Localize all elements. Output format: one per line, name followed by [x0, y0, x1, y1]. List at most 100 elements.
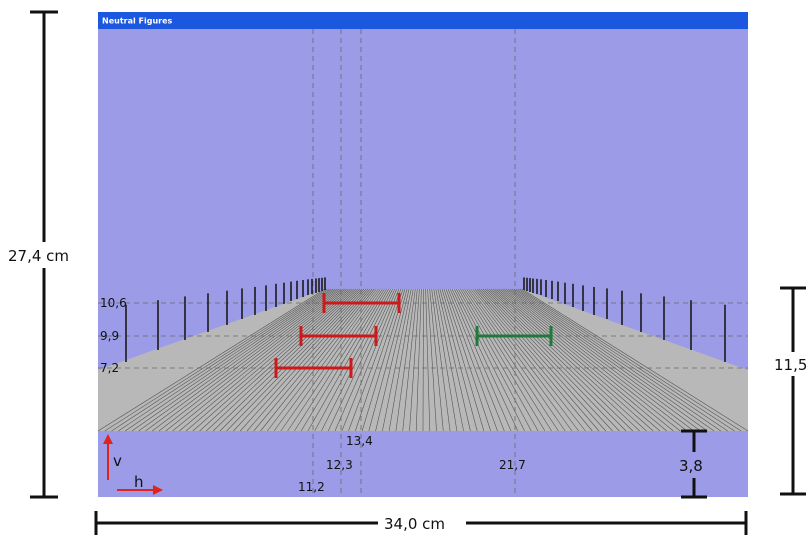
figure-bars	[274, 293, 553, 378]
floor-plank-line	[355, 288, 404, 432]
floor-plank-line	[395, 288, 416, 432]
floor-plank-line	[472, 288, 586, 432]
red-bar-near	[274, 358, 353, 378]
floor-plank-line	[239, 288, 369, 432]
floor-plank-line	[466, 288, 566, 432]
floor-plank-line	[495, 288, 661, 432]
bottom-position-labels: 13,4 12,3 11,2 21,7	[298, 434, 526, 494]
floor-plank-line	[179, 288, 350, 432]
floor-plank-line	[145, 288, 340, 432]
floor-plank-line	[425, 288, 431, 432]
floor-height-label-backdrop	[772, 352, 812, 376]
floor-plank-line	[253, 288, 373, 432]
floor-height-dimension	[780, 286, 806, 496]
floor-plank-line	[314, 288, 391, 432]
floor-plank-line	[462, 288, 552, 432]
floor-plank-line	[515, 288, 728, 432]
floor-plank-line	[219, 288, 363, 432]
total-width-label-backdrop	[378, 511, 466, 535]
floor-plank-line	[131, 288, 336, 432]
floor-plank-line	[348, 288, 402, 432]
reference-guides	[98, 29, 748, 497]
floor-plank-line	[402, 288, 418, 432]
floor-plank-line	[454, 288, 525, 432]
red-bar-middle	[299, 326, 378, 346]
floor-plank-line	[474, 288, 593, 432]
floor-plank-line	[300, 288, 387, 432]
floor-plank-line	[199, 288, 357, 432]
floor-height-label: 11,5	[774, 356, 807, 374]
floor-plane	[97, 288, 749, 432]
floor-plank-line	[521, 288, 749, 432]
floor-plank-line	[212, 288, 361, 432]
floor-plank-line	[118, 288, 332, 432]
floor-plank-line	[422, 288, 424, 432]
v-axis-label: v	[113, 452, 122, 470]
floor-plank-line	[464, 288, 559, 432]
left-height-labels: 10,6 9,9 7,2	[100, 296, 127, 375]
floor-plank-line	[327, 288, 396, 432]
floor-plank-line	[451, 288, 519, 432]
floor-plank-line	[287, 288, 383, 432]
total-height-label-backdrop	[4, 242, 88, 268]
floor-plank-line	[124, 288, 334, 432]
floor-plank-line	[321, 288, 393, 432]
floor-plank-line	[480, 288, 613, 432]
floor-plank-line	[427, 288, 437, 432]
floor-plank-line	[439, 288, 478, 432]
floor-plank-line	[192, 288, 354, 432]
floor-plank-line	[517, 288, 735, 432]
floor-plank-line	[97, 288, 326, 432]
floor-plank-line	[409, 288, 420, 432]
floor-plank-line	[104, 288, 328, 432]
green-bar	[475, 326, 553, 346]
bottom-band-label-backdrop	[677, 452, 713, 478]
floor-plank-line	[341, 288, 400, 432]
axis-indicator: v h	[103, 434, 163, 495]
red-bar-far	[322, 293, 401, 313]
window-title: Neutral Figures	[102, 17, 173, 26]
floor-plank-line	[375, 288, 410, 432]
floor-plank-line	[505, 288, 694, 432]
floor-plank-line	[388, 288, 414, 432]
floor-plank-line	[482, 288, 620, 432]
floor-plank-line	[429, 288, 444, 432]
floor-plank-line	[334, 288, 398, 432]
label-x-12-3: 12,3	[326, 458, 353, 472]
label-y-9-9: 9,9	[100, 329, 119, 343]
label-y-7-2: 7,2	[100, 361, 119, 375]
floor-plank-line	[490, 288, 647, 432]
floor-plank-line	[260, 288, 375, 432]
floor-plank-line	[111, 288, 330, 432]
label-y-10-6: 10,6	[100, 296, 127, 310]
floor-plank-line	[368, 288, 408, 432]
bottom-band-label: 3,8	[679, 457, 703, 475]
floor-plank-line	[460, 288, 546, 432]
floor-plank-line	[509, 288, 708, 432]
h-axis-label: h	[134, 473, 144, 491]
label-x-13-4: 13,4	[346, 434, 373, 448]
floor-plank-line	[246, 288, 371, 432]
floor-plank-line	[433, 288, 458, 432]
floor-plank-line	[382, 288, 412, 432]
floor-plank-line	[267, 288, 377, 432]
floor-plank-lines	[97, 288, 749, 432]
floor-plank-line	[294, 288, 385, 432]
window-titlebar[interactable]	[98, 12, 748, 29]
floor-plank-line	[447, 288, 505, 432]
floor-plank-line	[493, 288, 654, 432]
floor-plank-line	[499, 288, 674, 432]
side-posts	[125, 277, 726, 362]
floor-plank-line	[476, 288, 600, 432]
floor-plank-line	[468, 288, 573, 432]
floor-plank-line	[172, 288, 348, 432]
floor-plank-line	[233, 288, 367, 432]
floor-plank-line	[513, 288, 722, 432]
floor-plank-line	[435, 288, 464, 432]
floor-plank-line	[503, 288, 688, 432]
floor-plank-line	[443, 288, 491, 432]
floor-plank-line	[497, 288, 667, 432]
label-x-11-2: 11,2	[298, 480, 325, 494]
floor-plank-line	[507, 288, 701, 432]
